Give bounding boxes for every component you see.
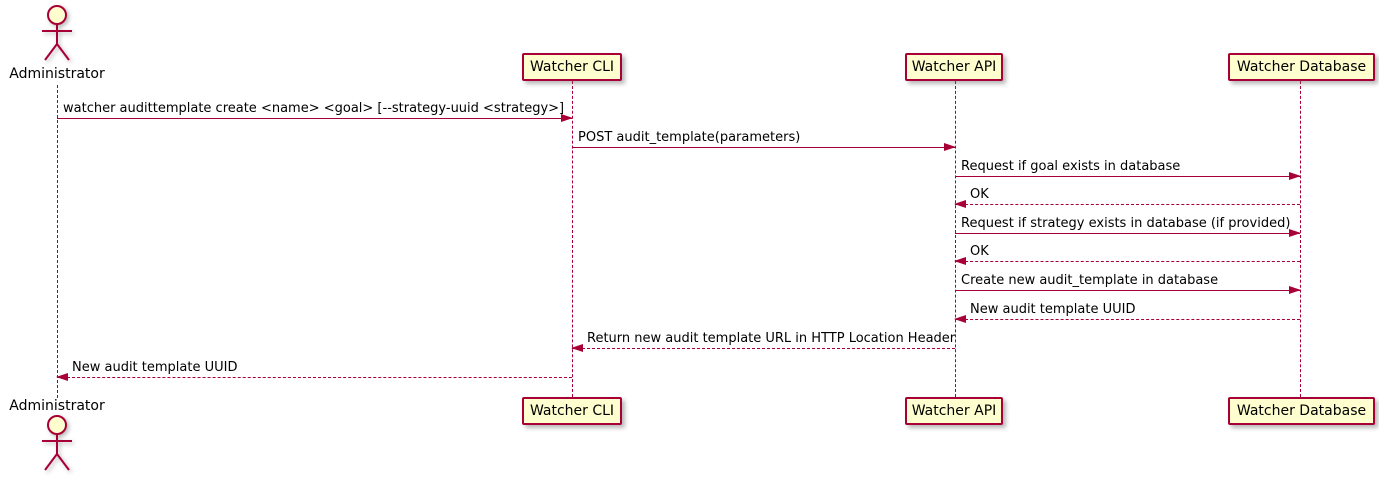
- message-1: watcher audittemplate create <name> <goa…: [57, 101, 573, 122]
- message-label: OK: [970, 187, 989, 202]
- message-label: Return new audit template URL in HTTP Lo…: [587, 331, 956, 346]
- message-label: Request if strategy exists in database (…: [961, 216, 1291, 231]
- arrowhead-left-icon: [954, 200, 966, 208]
- participant-watcher-cli-bottom: Watcher CLI: [522, 397, 622, 425]
- arrowhead-left-icon: [56, 373, 68, 381]
- participant-label: Watcher Database: [1236, 59, 1367, 75]
- message-label: New audit template UUID: [72, 360, 238, 375]
- message-label: Create new audit_template in database: [961, 273, 1219, 288]
- message-line: [571, 344, 955, 352]
- message-line: [954, 315, 1300, 323]
- participant-label: Watcher CLI: [529, 403, 615, 419]
- message-2: POST audit_template(parameters): [572, 130, 956, 151]
- message-4: OK: [954, 187, 1300, 208]
- message-7: Create new audit_template in database: [955, 273, 1301, 294]
- message-line: [954, 200, 1300, 208]
- participant-watcher-cli-top: Watcher CLI: [522, 53, 622, 81]
- message-line: [955, 229, 1301, 237]
- participant-watcher-database-bottom: Watcher Database: [1228, 397, 1375, 425]
- message-10: New audit template UUID: [56, 360, 572, 381]
- arrowhead-right-icon: [1289, 172, 1301, 180]
- lifeline-watcher-api: [955, 81, 956, 397]
- arrowhead-left-icon: [954, 257, 966, 265]
- arrowhead-right-icon: [944, 143, 956, 151]
- message-6: OK: [954, 244, 1300, 265]
- arrowhead-right-icon: [561, 114, 573, 122]
- lifeline-watcher-cli: [572, 81, 573, 397]
- message-9: Return new audit template URL in HTTP Lo…: [571, 331, 956, 352]
- message-line: [57, 114, 573, 122]
- message-line: [56, 373, 572, 381]
- participant-watcher-database-top: Watcher Database: [1228, 53, 1375, 81]
- participant-watcher-api-bottom: Watcher API: [905, 397, 1003, 425]
- actor-icon: [42, 415, 72, 471]
- lifeline-watcher-database: [1300, 81, 1301, 397]
- participant-label: Watcher API: [911, 59, 997, 75]
- actor-label-top: Administrator: [9, 66, 105, 82]
- message-line: [955, 172, 1301, 180]
- lifeline-administrator: [57, 85, 58, 398]
- participant-label: Watcher CLI: [529, 59, 615, 75]
- actor-icon: [42, 5, 72, 61]
- message-3: Request if goal exists in database: [955, 159, 1301, 180]
- participant-label: Watcher Database: [1236, 403, 1367, 419]
- message-label: OK: [970, 244, 989, 259]
- arrowhead-right-icon: [1289, 286, 1301, 294]
- message-label: watcher audittemplate create <name> <goa…: [63, 101, 565, 116]
- participant-label: Watcher API: [911, 403, 997, 419]
- message-line: [572, 143, 956, 151]
- message-5: Request if strategy exists in database (…: [955, 216, 1301, 237]
- participant-watcher-api-top: Watcher API: [905, 53, 1003, 81]
- arrowhead-left-icon: [954, 315, 966, 323]
- message-label: POST audit_template(parameters): [578, 130, 801, 145]
- message-label: Request if goal exists in database: [961, 159, 1181, 174]
- arrowhead-left-icon: [571, 344, 583, 352]
- message-8: New audit template UUID: [954, 302, 1300, 323]
- arrowhead-right-icon: [1289, 229, 1301, 237]
- message-line: [954, 257, 1300, 265]
- message-line: [955, 286, 1301, 294]
- actor-label-bottom: Administrator: [9, 398, 105, 414]
- message-label: New audit template UUID: [970, 302, 1136, 317]
